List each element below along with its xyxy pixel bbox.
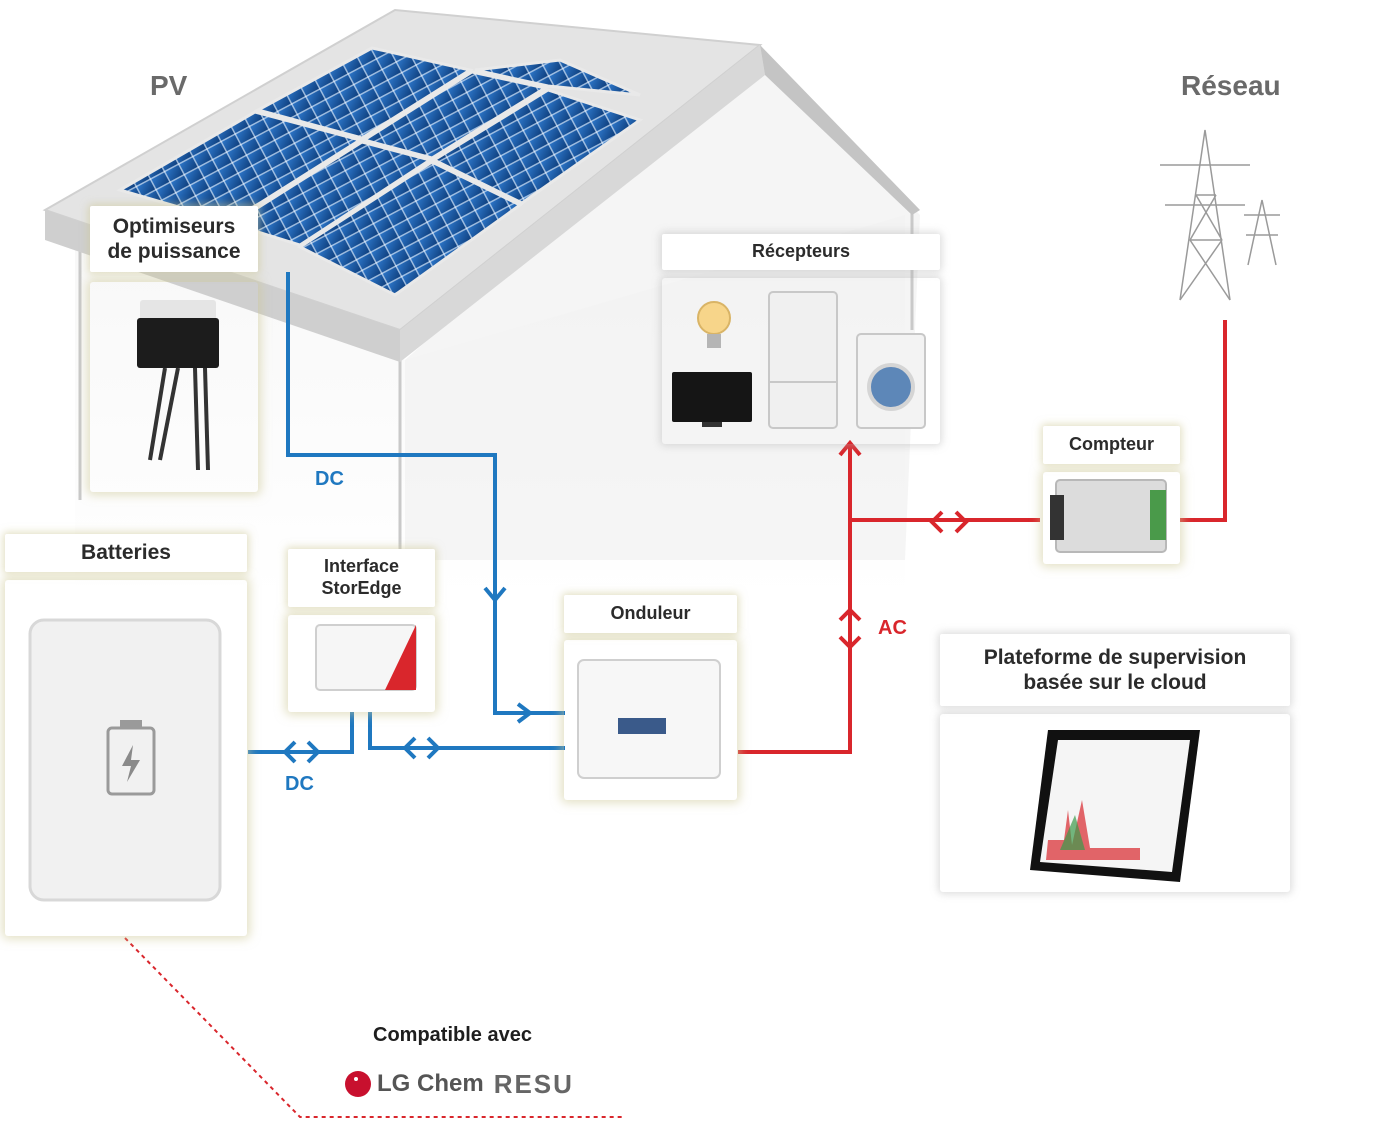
arrow-down-icon [483,586,507,604]
meter-label: Compteur [1043,426,1180,464]
bidirectional-arrow-icon [838,607,862,622]
bidirectional-arrow-icon [954,510,969,534]
meter-card [1043,472,1180,564]
compatibility-connector [124,937,625,1118]
grid-title: Réseau [1181,70,1281,101]
optimizers-card [90,282,258,492]
ac-line-inverter [738,445,852,754]
bidirectional-arrow-icon [282,740,297,764]
inverter-device [577,659,721,779]
storedge-label: Interface StorEdge [288,549,435,607]
battery-device [28,618,222,902]
optimizers-label-line2: de puissance [107,240,241,263]
ac-label: AC [878,617,907,639]
batteries-label: Batteries [5,534,247,572]
solar-panels [116,46,644,297]
ac-line-grid [1180,320,1227,522]
storedge-label-line1: Interface [323,556,400,577]
arrow-right-icon [516,702,534,724]
bidirectional-arrow-icon [426,736,441,760]
monitoring-label: Plateforme de supervision basée sur le c… [940,634,1290,706]
ac-lines [738,320,1227,754]
storedge-card [288,615,435,712]
bidirectional-arrow-icon [306,740,321,764]
solar-panel [253,46,474,140]
inverter-label: Onduleur [564,595,737,633]
bidirectional-arrow-icon [402,736,417,760]
compatibility-label: Compatible avec [373,1024,532,1046]
fridge-icon [768,291,838,429]
storedge-label-line2: StorEdge [321,578,402,598]
house-gable [405,45,920,560]
monitoring-label-line1: Plateforme de supervision [983,645,1247,669]
loads-card [662,278,940,444]
batteries-card [5,580,247,936]
tv-icon [672,372,752,422]
monitoring-card [940,714,1290,892]
optimizer-device [137,300,219,471]
resu-product: RESU [493,1068,574,1099]
lg-chem-brand: LG Chem [377,1070,484,1097]
pv-title: PV [150,70,188,101]
roof-right [760,45,920,215]
tablet-device [1030,730,1200,882]
optimizers-label: Optimiseurs de puissance [90,206,258,272]
optimizers-label-line1: Optimiseurs [112,214,236,238]
solar-panel [296,160,523,297]
solar-panel [360,70,549,160]
pylon-icon [1160,129,1280,301]
storedge-device [315,624,417,691]
lightning-icon [122,745,140,782]
loads-label: Récepteurs [662,234,940,270]
lg-logo-icon [345,1071,371,1097]
roof-ridge [400,45,765,362]
solar-panel [474,58,641,97]
loads-illustration [672,291,926,429]
dc-lines [248,272,565,764]
solar-panel [430,88,644,205]
inverter-card [564,640,737,800]
bidirectional-arrow-icon [838,635,862,650]
dc-line-storedge [368,712,565,750]
meter-device [1050,479,1167,553]
dc-pv-label: DC [315,468,344,490]
dc-line-battery [248,712,354,754]
bidirectional-arrow-icon [929,510,944,534]
dc-battery-label: DC [285,773,314,795]
solar-panel [228,140,434,247]
dc-line-pv [286,272,565,715]
lg-chem-logo: LG Chem RESU [345,1068,574,1100]
monitoring-label-line2: basée sur le cloud [1023,671,1207,694]
arrow-up-icon [838,439,862,457]
